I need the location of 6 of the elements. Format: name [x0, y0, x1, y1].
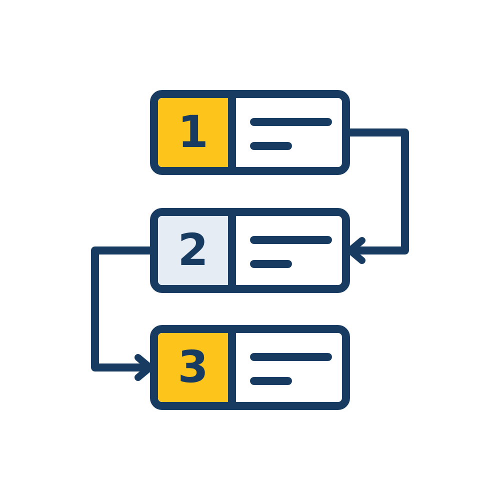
step-number: 3: [158, 333, 236, 402]
step-card: [150, 325, 350, 410]
step-number: 2: [158, 216, 236, 285]
step-card: [150, 90, 350, 175]
step-card: [150, 208, 350, 293]
step-number: 1: [158, 98, 236, 167]
